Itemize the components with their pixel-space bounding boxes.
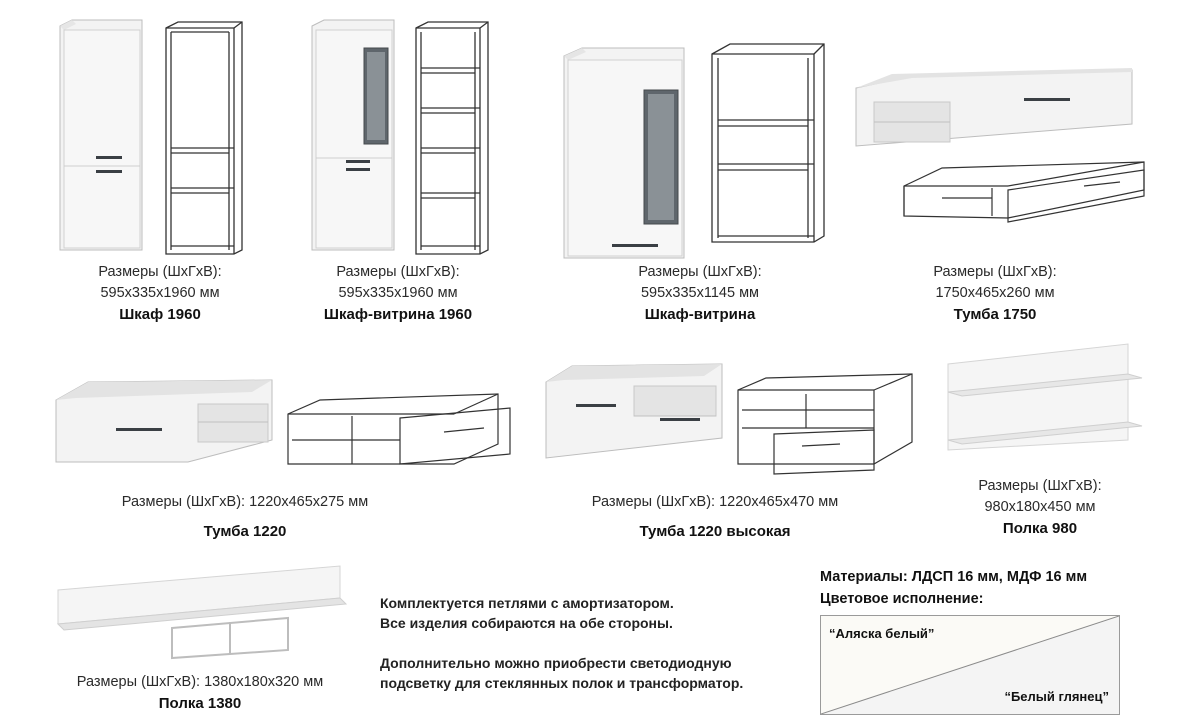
product-name: Шкаф-витрина 1960 [323, 306, 473, 323]
dims-label: Размеры (ШхГхВ): [933, 264, 1057, 280]
display-cabinet-render [560, 40, 830, 262]
product-caption: Размеры (ШхГхВ): 1220x465x275 мм Тумба 1… [70, 492, 420, 542]
assembly-notes: Комплектуется петлями с амортизатором. В… [380, 593, 743, 693]
shelf-1380-render [54, 562, 354, 662]
product-name: Полка 1380 [158, 695, 242, 712]
dims-value: 595x335x1960 мм [100, 285, 220, 301]
swatch-label-alaska: “Аляска белый” [829, 626, 935, 641]
tv-stand-1750-render [852, 58, 1152, 233]
color-swatch: “Аляска белый” “Белый глянец” [820, 615, 1120, 715]
shelf-980-render [944, 340, 1144, 458]
product-caption: Размеры (ШхГхВ): 980x180x450 мм Полка 98… [930, 476, 1150, 539]
color-heading: Цветовое исполнение: [820, 591, 984, 607]
product-name: Полка 980 [1002, 520, 1078, 537]
dims-value: 595x335x1960 мм [338, 285, 458, 301]
tv-stand-1220-render [52, 370, 522, 475]
dims-label: Размеры (ШхГхВ): 1220x465x275 мм [121, 494, 369, 510]
dims-value: 595x335x1145 мм [640, 285, 760, 301]
product-caption: Размеры (ШхГхВ): 1380x180x320 мм Полка 1… [50, 672, 350, 714]
dims-label: Размеры (ШхГхВ): [336, 264, 460, 280]
product-name: Тумба 1220 высокая [639, 523, 791, 540]
note-line: Все изделия собираются на обе стороны. [380, 615, 673, 631]
dims-label: Размеры (ШхГхВ): [638, 264, 762, 280]
dims-label: Размеры (ШхГхВ): 1380x180x320 мм [76, 674, 324, 690]
product-name: Шкаф 1960 [119, 306, 201, 323]
dims-label: Размеры (ШхГхВ): [978, 478, 1102, 494]
materials-line: Материалы: ЛДСП 16 мм, МДФ 16 мм [820, 569, 1088, 585]
dims-label: Размеры (ШхГхВ): 1220x465x470 мм [591, 494, 839, 510]
swatch-diagonal [821, 616, 1119, 714]
product-name: Тумба 1750 [953, 306, 1037, 323]
dims-value: 980x180x450 мм [984, 499, 1096, 515]
product-caption: Размеры (ШхГхВ): 1220x465x470 мм Тумба 1… [540, 492, 890, 542]
display-cabinet-1960-render [310, 18, 500, 256]
product-caption: Размеры (ШхГхВ): 1750x465x260 мм Тумба 1… [870, 262, 1120, 325]
note-line: Дополнительно можно приобрести светодиод… [380, 655, 732, 671]
product-caption: Размеры (ШхГхВ): 595x335x1960 мм Шкаф 19… [40, 262, 280, 325]
materials-block: Материалы: ЛДСП 16 мм, МДФ 16 мм Цветово… [820, 566, 1087, 610]
tv-stand-1220-high-render [544, 360, 924, 478]
product-caption: Размеры (ШхГхВ): 595x335x1145 мм Шкаф-ви… [570, 262, 830, 325]
wardrobe-1960-render [58, 18, 258, 256]
product-name: Шкаф-витрина [644, 306, 756, 323]
dims-label: Размеры (ШхГхВ): [98, 264, 222, 280]
product-name: Тумба 1220 [203, 523, 287, 540]
note-line: Комплектуется петлями с амортизатором. [380, 595, 674, 611]
note-line: подсветку для стеклянных полок и трансфо… [380, 675, 744, 691]
product-caption: Размеры (ШхГхВ): 595x335x1960 мм Шкаф-ви… [278, 262, 518, 325]
dims-value: 1750x465x260 мм [935, 285, 1055, 301]
swatch-label-gloss: “Белый глянец” [1004, 689, 1109, 704]
